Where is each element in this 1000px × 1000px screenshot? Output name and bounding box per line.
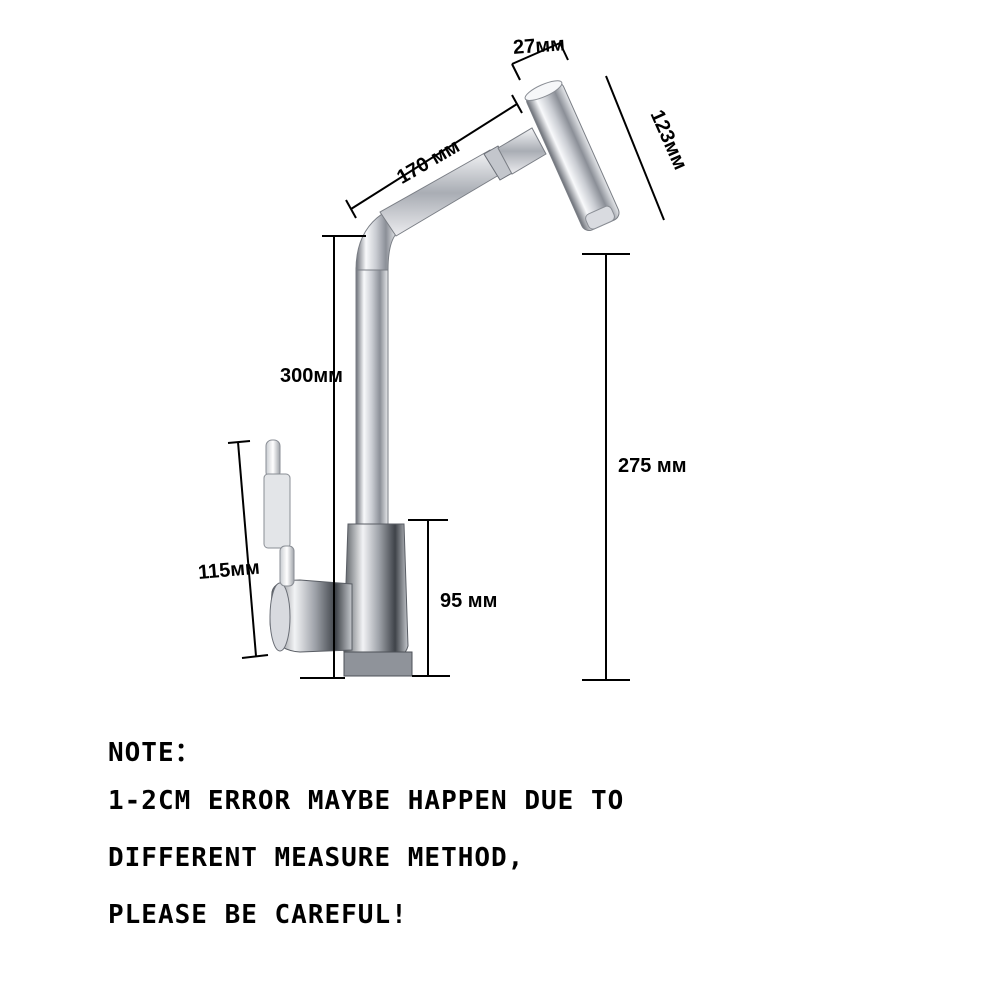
handle-grip xyxy=(263,473,291,549)
dimension-lines xyxy=(227,42,665,681)
note-line-3: PLEASE BE CAREFUL! xyxy=(108,900,408,930)
dim-label-handle-height: 115мм xyxy=(197,557,261,584)
spout-head-cap xyxy=(524,80,563,101)
dim-label-spout-diameter: 27мм xyxy=(512,33,565,59)
handle-stem xyxy=(265,439,281,479)
mixer-body xyxy=(343,523,409,665)
dim-label-outlet-segment: 123мм xyxy=(646,107,692,173)
dim-label-outlet-height: 275 мм xyxy=(618,455,687,477)
lever-hub-face xyxy=(269,582,291,652)
handle-neck xyxy=(279,545,295,587)
dim-label-base-height: 95 мм xyxy=(440,590,497,612)
aerator-outlet xyxy=(585,205,615,230)
note-heading: NOTE： xyxy=(108,738,202,768)
base-flange xyxy=(343,651,413,677)
note-line-1: 1-2CM ERROR MAYBE HAPPEN DUE TO xyxy=(108,786,625,816)
riser-pipe xyxy=(355,267,389,529)
dim-label-total-height: 300мм xyxy=(280,365,343,387)
note-line-2: DIFFERENT MEASURE METHOD, xyxy=(108,843,525,873)
spout-connector xyxy=(497,127,547,175)
